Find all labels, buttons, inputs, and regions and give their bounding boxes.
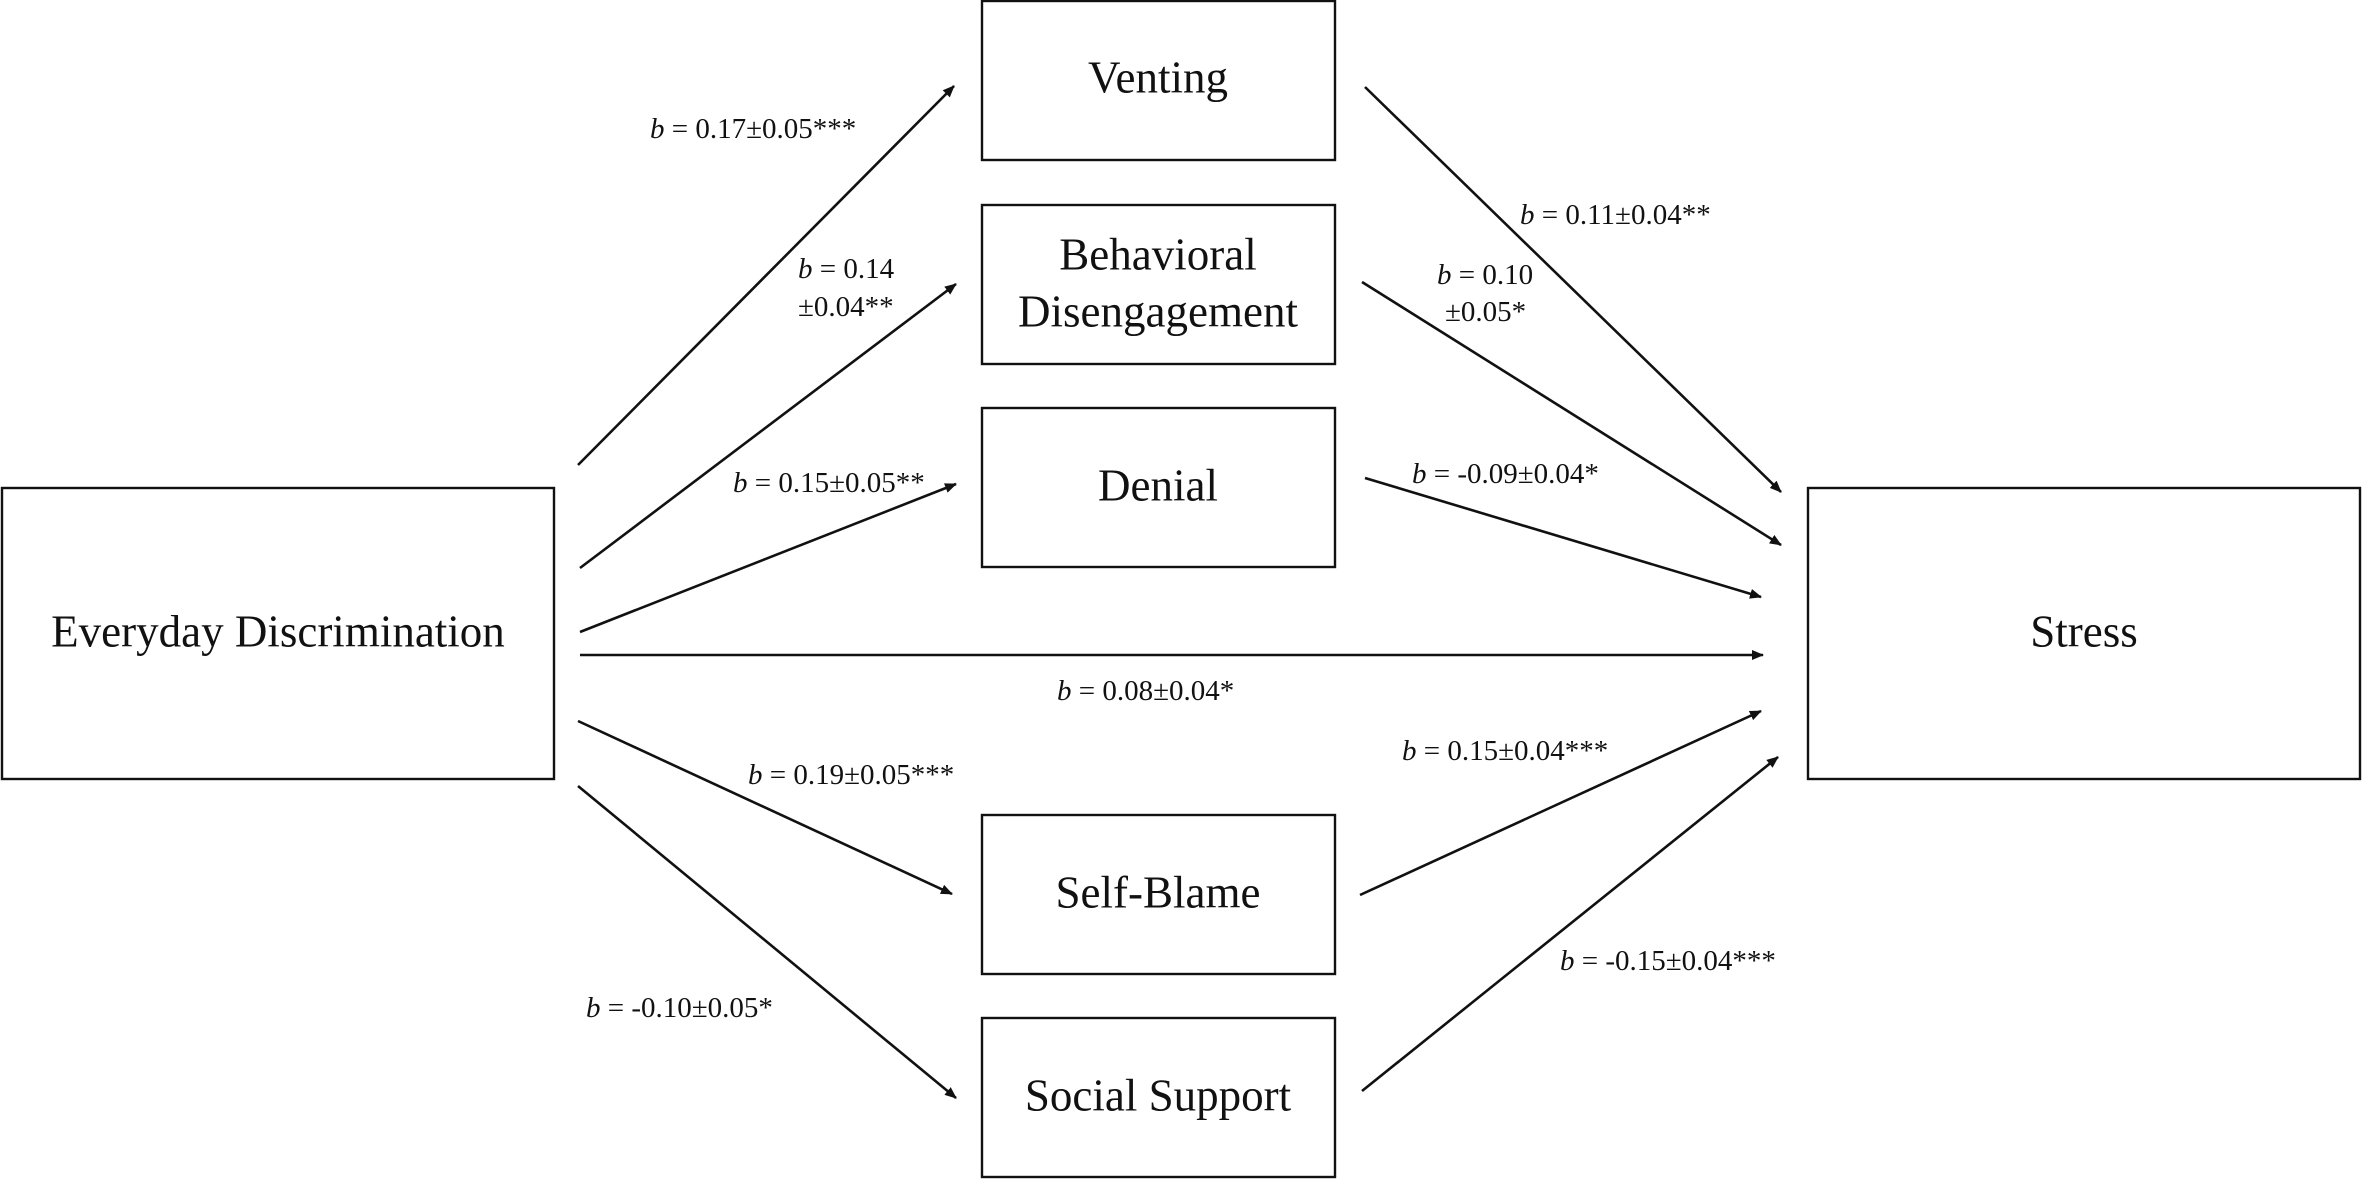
- coef-discrimination-to-denial: b = 0.15±0.05**: [733, 467, 925, 499]
- coef-discrimination-to-self-blame: b = 0.19±0.05***: [748, 759, 954, 791]
- node-behavioral-disengagement-label-line1: Behavioral: [1059, 229, 1256, 279]
- arrow-discrimination-to-venting: [577, 85, 955, 466]
- coef-discrimination-to-disengagement-line2: ±0.04**: [798, 291, 894, 323]
- node-everyday-discrimination: Everyday Discrimination: [0, 486, 556, 781]
- arrow-disengagement-to-stress: [1361, 280, 1782, 547]
- node-behavioral-disengagement-label-line2: Disengagement: [1018, 286, 1298, 336]
- arrow-venting-to-stress: [1364, 86, 1782, 493]
- coef-denial-to-stress: b = -0.09±0.04*: [1412, 458, 1599, 490]
- node-social-support-label: Social Support: [1025, 1070, 1292, 1120]
- node-behavioral-disengagement: Behavioral Disengagement: [980, 203, 1337, 366]
- coef-self-blame-to-stress: b = 0.15±0.04***: [1402, 735, 1608, 767]
- node-self-blame-label: Self-Blame: [1056, 867, 1261, 917]
- node-social-support: Social Support: [980, 1016, 1337, 1179]
- node-denial: Denial: [980, 406, 1337, 569]
- node-self-blame: Self-Blame: [980, 813, 1337, 976]
- coef-discrimination-to-venting: b = 0.17±0.05***: [650, 113, 856, 145]
- coef-discrimination-to-stress: b = 0.08±0.04*: [1057, 675, 1234, 707]
- arrow-discrimination-to-social-support: [577, 784, 957, 1100]
- arrow-social-support-to-stress: [1361, 755, 1779, 1093]
- node-stress-label: Stress: [2030, 606, 2138, 656]
- node-venting: Venting: [980, 0, 1337, 162]
- coef-social-support-to-stress: b = -0.15±0.04***: [1560, 945, 1776, 977]
- coef-disengagement-to-stress-line1: b = 0.10: [1437, 259, 1533, 291]
- coef-disengagement-to-stress-line2: ±0.05*: [1445, 296, 1526, 328]
- arrow-discrimination-to-denial: [579, 482, 957, 634]
- coef-discrimination-to-social-support: b = -0.10±0.05*: [586, 992, 773, 1024]
- node-stress: Stress: [1806, 486, 2362, 781]
- arrow-self-blame-to-stress: [1359, 709, 1762, 897]
- node-denial-label: Denial: [1098, 460, 1218, 510]
- node-venting-label: Venting: [1088, 52, 1228, 102]
- arrow-denial-to-stress: [1364, 476, 1762, 599]
- coef-discrimination-to-disengagement-line1: b = 0.14: [798, 253, 895, 285]
- node-everyday-discrimination-label: Everyday Discrimination: [51, 606, 505, 656]
- coef-venting-to-stress: b = 0.11±0.04**: [1520, 199, 1711, 231]
- arrow-discrimination-to-disengagement: [579, 282, 957, 570]
- arrow-discrimination-to-self-blame: [577, 719, 953, 896]
